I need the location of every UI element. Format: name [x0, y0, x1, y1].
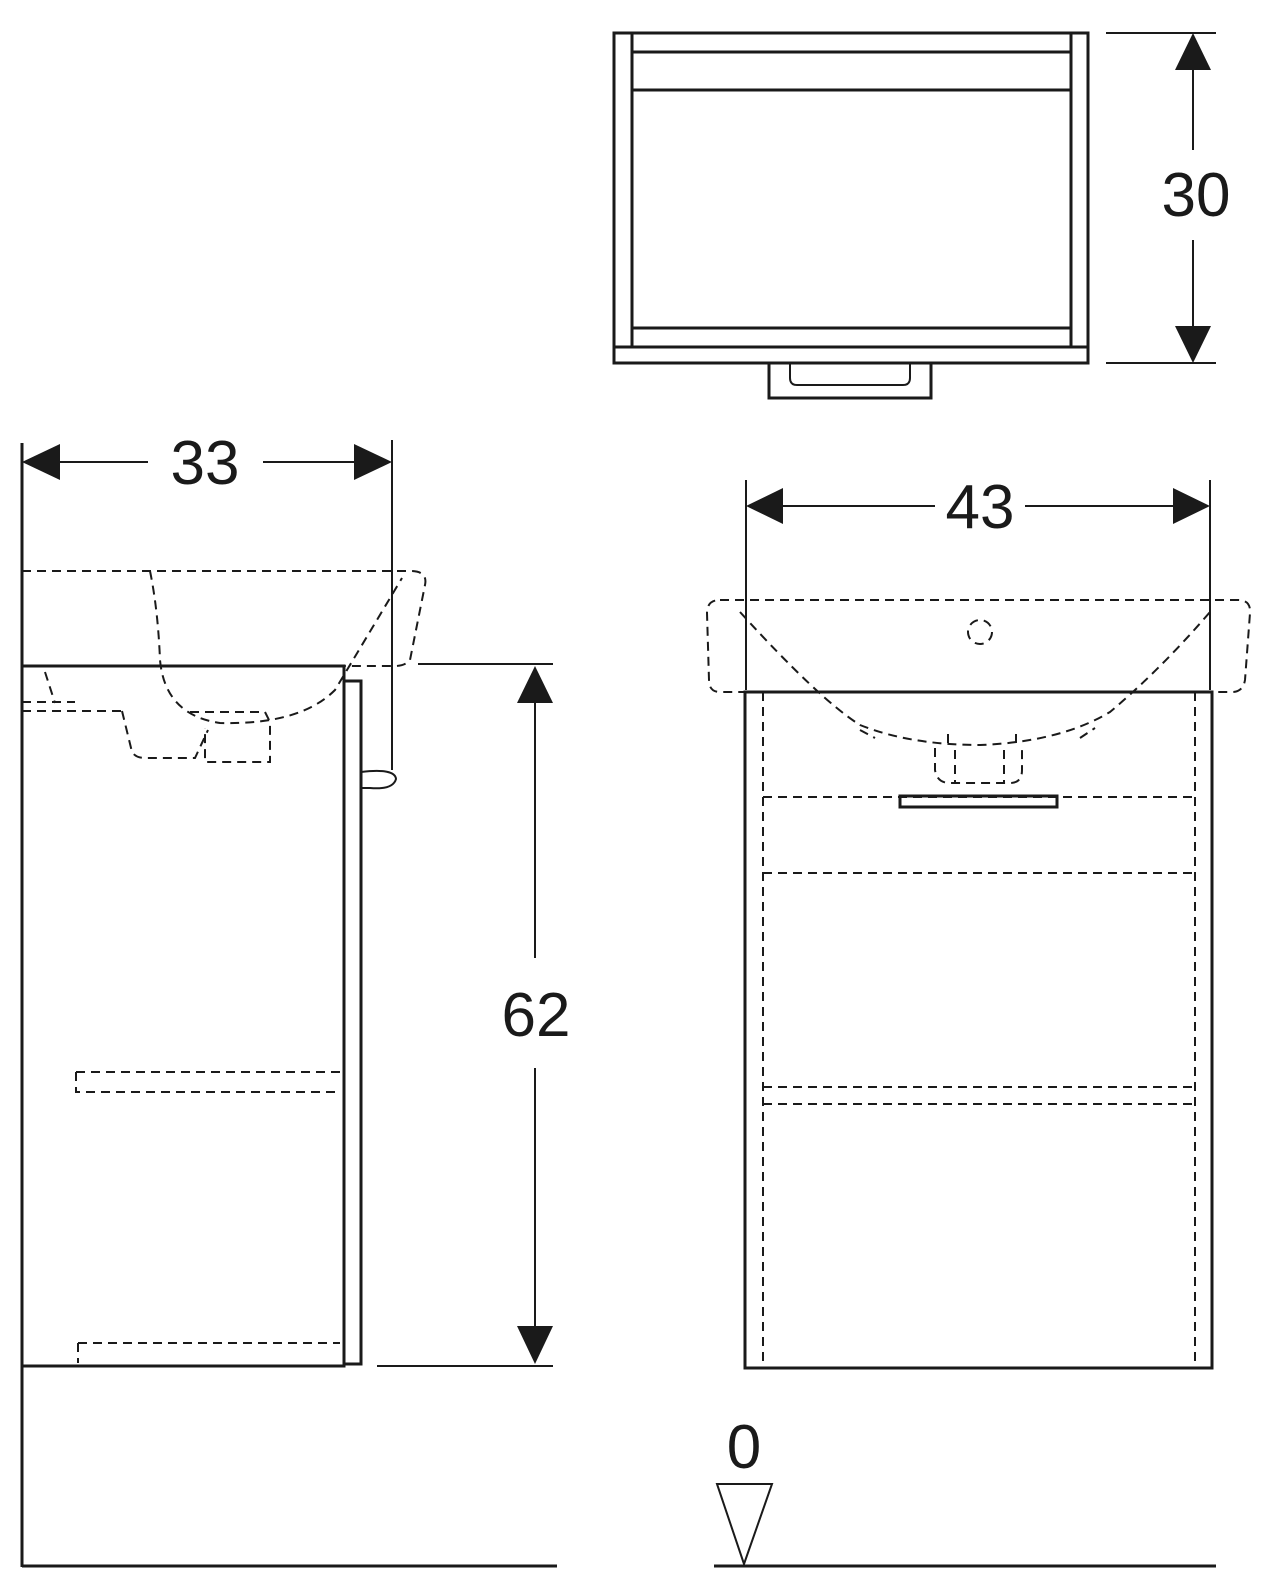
top-view-outer [612, 31, 1090, 365]
tap-hole [967, 619, 993, 645]
dimension-62: 62 [377, 663, 571, 1367]
top-view [612, 31, 1090, 400]
dimension-33: 33 [22, 429, 393, 770]
front-handle [898, 794, 1059, 809]
dimension-43: 43 [745, 473, 1211, 690]
front-view [705, 599, 1252, 1370]
side-knob [360, 769, 398, 790]
dimension-30-label: 30 [1162, 161, 1231, 230]
side-door [342, 679, 363, 1366]
side-view [20, 443, 557, 1568]
top-view-handle [767, 361, 933, 400]
dimension-62-label: 62 [502, 981, 571, 1050]
floor-level-label: 0 [727, 1413, 761, 1482]
level-triangle [715, 1483, 774, 1568]
dimension-33-label: 33 [171, 429, 240, 498]
front-cabinet [743, 690, 1214, 1370]
side-cabinet [20, 664, 346, 1368]
dimension-30: 30 [1106, 32, 1231, 364]
dimension-43-label: 43 [946, 473, 1015, 542]
floor-reference: 0 [714, 1413, 1216, 1568]
